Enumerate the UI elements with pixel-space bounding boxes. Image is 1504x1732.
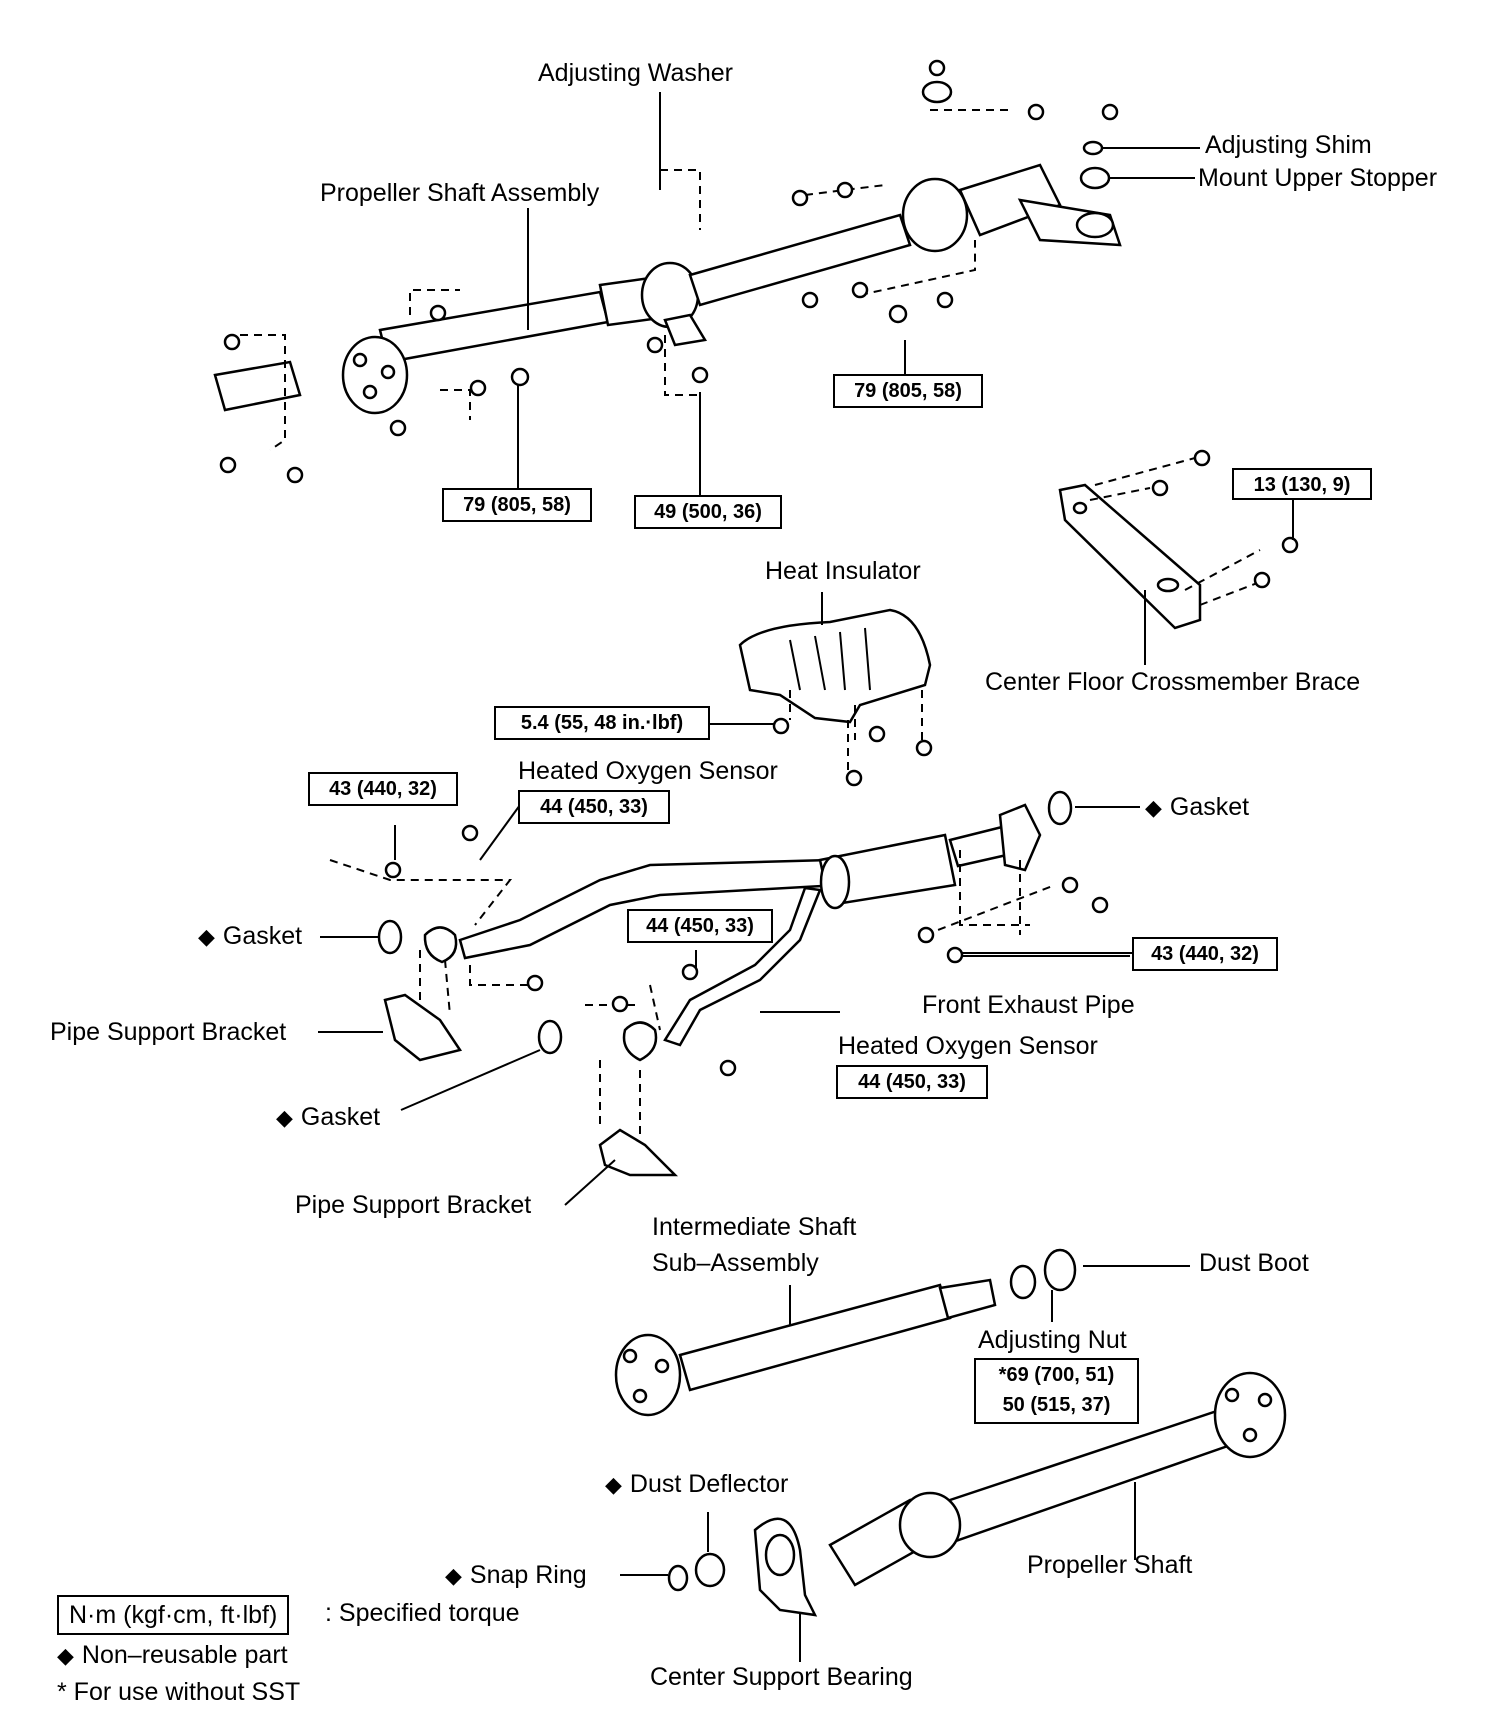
torque-value-sst: *69 (700, 51) — [998, 1364, 1115, 1386]
heat-insulator-drawing — [710, 592, 933, 787]
torque-box: 5.4 (55, 48 in.·lbf) — [494, 706, 710, 740]
torque-box: 13 (130, 9) — [1232, 468, 1372, 500]
heated-oxygen-sensor-label-2: Heated Oxygen Sensor — [838, 1032, 1098, 1060]
torque-box: 43 (440, 32) — [308, 772, 458, 806]
mount-upper-stopper-label: Mount Upper Stopper — [1198, 164, 1438, 192]
front-exhaust-pipe-label: Front Exhaust Pipe — [922, 991, 1135, 1019]
legend-non-reusable: Non–reusable part — [57, 1640, 288, 1671]
torque-box: 44 (450, 33) — [518, 790, 670, 824]
torque-value: 50 (515, 37) — [1002, 1394, 1111, 1416]
snap-ring-label: Snap Ring — [445, 1560, 587, 1591]
dust-deflector-label: Dust Deflector — [605, 1469, 788, 1500]
propeller-shaft-drawing — [828, 1371, 1287, 1587]
center-support-bearing-label: Center Support Bearing — [650, 1663, 913, 1691]
dust-boot-label: Dust Boot — [1199, 1249, 1309, 1277]
torque-box: 79 (805, 58) — [833, 374, 983, 408]
legend-unit-desc: : Specified torque — [325, 1599, 520, 1627]
propeller-shaft-label: Propeller Shaft — [1027, 1551, 1193, 1579]
legend-sst-note: * For use without SST — [57, 1678, 301, 1706]
crossmember-brace-drawing — [1058, 449, 1299, 665]
legend-unit-box: N·m (kgf·cm, ft·lbf) — [57, 1595, 290, 1635]
propeller-shaft-assembly-label: Propeller Shaft Assembly — [320, 179, 600, 207]
front-exhaust-pipe-drawing — [318, 790, 1140, 1206]
intermediate-shaft-label-2: Sub–Assembly — [652, 1249, 819, 1277]
torque-box: 79 (805, 58) — [442, 488, 592, 522]
torque-box: 49 (500, 36) — [634, 495, 782, 529]
torque-box: 43 (440, 32) — [1132, 937, 1278, 971]
heated-oxygen-sensor-label: Heated Oxygen Sensor — [518, 757, 778, 785]
center-support-bearing-drawing — [620, 1512, 818, 1662]
torque-box: 44 (450, 33) — [836, 1065, 988, 1099]
intermediate-shaft-drawing — [614, 1248, 1190, 1417]
gasket-lower-label: Gasket — [276, 1102, 380, 1133]
center-floor-crossmember-brace-label: Center Floor Crossmember Brace — [985, 668, 1361, 696]
adjusting-shim-label: Adjusting Shim — [1205, 131, 1372, 159]
pipe-support-bracket-label: Pipe Support Bracket — [50, 1018, 287, 1046]
adjusting-nut-label: Adjusting Nut — [978, 1326, 1127, 1354]
torque-box: 44 (450, 33) — [627, 909, 773, 943]
adjusting-washer-label: Adjusting Washer — [538, 59, 733, 87]
heat-insulator-label: Heat Insulator — [765, 557, 921, 585]
intermediate-shaft-label: Intermediate Shaft — [652, 1213, 857, 1241]
gasket-right-label: Gasket — [1145, 792, 1249, 823]
gasket-left-label: Gasket — [198, 921, 302, 952]
torque-box-adjusting-nut: *69 (700, 51) 50 (515, 37) — [974, 1358, 1139, 1424]
pipe-support-bracket-label-2: Pipe Support Bracket — [295, 1191, 532, 1219]
propeller-shaft-assembly-drawing — [213, 59, 1200, 495]
